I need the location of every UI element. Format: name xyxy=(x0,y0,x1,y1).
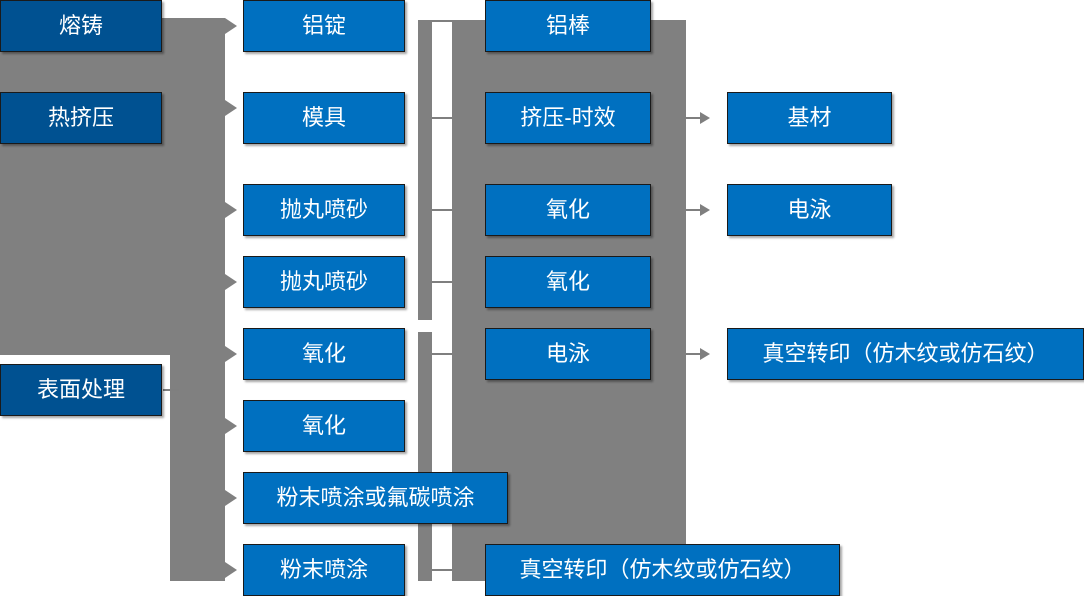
connector-rung-3 xyxy=(432,209,452,211)
node-label-die: 模具 xyxy=(301,104,346,130)
arrow-to-oxidation-2 xyxy=(225,418,237,434)
node-box-extrude-age[interactable]: 挤压-时效 xyxy=(485,92,651,144)
arrow-to-shotblast-1 xyxy=(225,202,237,218)
node-box-out-electro[interactable]: 电泳 xyxy=(727,184,892,236)
stage-box-extrude[interactable]: 热挤压 xyxy=(0,92,162,144)
node-label-oxidation-2: 氧化 xyxy=(301,412,346,438)
stage-label-surface: 表面处理 xyxy=(36,376,125,402)
node-box-substrate[interactable]: 基材 xyxy=(727,92,892,144)
node-box-die[interactable]: 模具 xyxy=(243,92,405,144)
node-label-ingot: 铝锭 xyxy=(301,12,346,38)
node-box-shotblast-2[interactable]: 抛丸喷砂 xyxy=(243,256,405,308)
node-label-powder: 粉末喷涂 xyxy=(279,556,368,582)
stage-label-melting: 熔铸 xyxy=(58,12,103,38)
node-box-powder-fluor[interactable]: 粉末喷涂或氟碳喷涂 xyxy=(243,472,508,524)
node-label-oxidation-1: 氧化 xyxy=(301,340,346,366)
node-label-shotblast-2: 抛丸喷砂 xyxy=(279,268,368,294)
stage-box-melting[interactable]: 熔铸 xyxy=(0,0,162,52)
arrow-to-powder-fluor xyxy=(225,490,237,506)
arrow-to-die xyxy=(225,100,237,116)
connector-rung-2 xyxy=(432,117,452,119)
connector-stub-electro xyxy=(686,209,700,211)
connector-rung-6 xyxy=(432,569,452,571)
arrow-to-vacuum xyxy=(700,348,710,360)
node-box-ingot[interactable]: 铝锭 xyxy=(243,0,405,52)
node-box-mid-oxidation-2[interactable]: 氧化 xyxy=(485,256,651,308)
node-box-shotblast-1[interactable]: 抛丸喷砂 xyxy=(243,184,405,236)
connector-rung-1 xyxy=(432,20,452,22)
node-label-extrude-age: 挤压-时效 xyxy=(520,104,616,130)
node-label-shotblast-1: 抛丸喷砂 xyxy=(279,196,368,222)
node-box-mid-oxidation-1[interactable]: 氧化 xyxy=(485,184,651,236)
arrow-to-oxidation-1 xyxy=(225,346,237,362)
node-label-bar: 铝棒 xyxy=(545,12,590,38)
node-box-oxidation-1[interactable]: 氧化 xyxy=(243,328,405,380)
connector-mid-left-bar-lower xyxy=(418,332,432,581)
node-box-out-vacuum[interactable]: 真空转印（仿木纹或仿石纹） xyxy=(727,328,1084,380)
node-label-out-electro: 电泳 xyxy=(787,196,832,222)
connector-stub-substrate xyxy=(686,117,700,119)
node-box-powder[interactable]: 粉末喷涂 xyxy=(243,544,405,596)
connector-left-trunk-lower xyxy=(170,355,225,581)
connector-rung-5 xyxy=(432,353,452,355)
node-label-mid-oxidation-1: 氧化 xyxy=(545,196,590,222)
arrow-down-melting-to-extrude xyxy=(68,72,84,83)
connector-stub-vacuum xyxy=(686,353,700,355)
node-box-bar[interactable]: 铝棒 xyxy=(485,0,651,52)
arrow-to-substrate xyxy=(700,112,710,124)
node-box-oxidation-2[interactable]: 氧化 xyxy=(243,400,405,452)
arrow-to-shotblast-2 xyxy=(225,274,237,290)
arrow-down-extrude-to-surface xyxy=(68,330,84,341)
node-label-mid-oxidation-2: 氧化 xyxy=(545,268,590,294)
node-label-powder-fluor: 粉末喷涂或氟碳喷涂 xyxy=(276,484,475,510)
stage-label-extrude: 热挤压 xyxy=(47,104,114,130)
node-box-mid-vacuum[interactable]: 真空转印（仿木纹或仿石纹） xyxy=(485,544,840,596)
connector-mid-left-bar xyxy=(418,20,432,320)
arrow-to-powder xyxy=(225,562,237,578)
node-label-out-vacuum: 真空转印（仿木纹或仿石纹） xyxy=(762,340,1049,366)
node-box-mid-electro[interactable]: 电泳 xyxy=(485,328,651,380)
arrow-to-ingot xyxy=(225,18,237,34)
node-label-substrate: 基材 xyxy=(787,104,832,130)
connector-rung-4 xyxy=(432,281,452,283)
node-label-mid-vacuum: 真空转印（仿木纹或仿石纹） xyxy=(519,556,806,582)
stage-box-surface[interactable]: 表面处理 xyxy=(0,364,162,416)
node-label-mid-electro: 电泳 xyxy=(545,340,590,366)
connector-left-trunk-upper xyxy=(0,18,225,355)
connector-surface-stub xyxy=(163,389,179,391)
arrow-to-electro xyxy=(700,204,710,216)
